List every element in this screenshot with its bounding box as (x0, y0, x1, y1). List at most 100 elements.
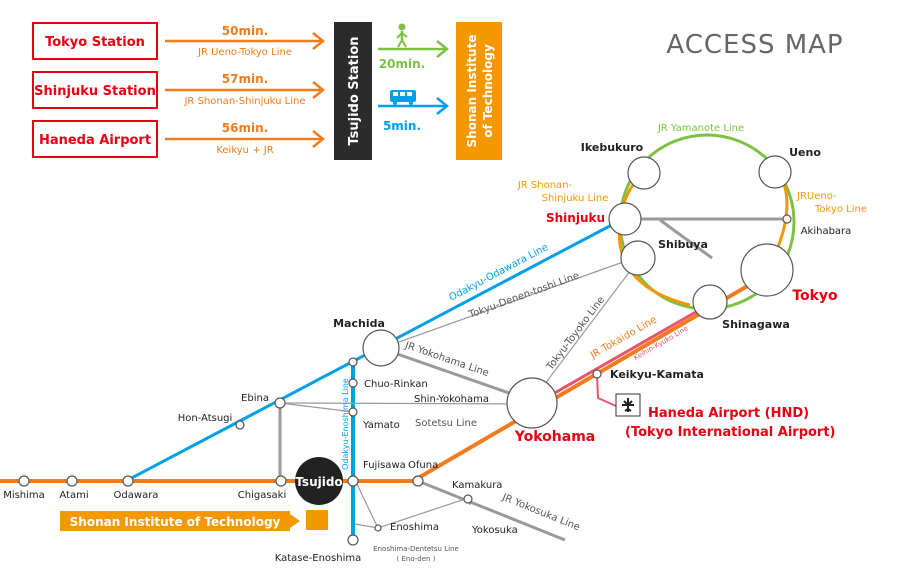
station-ikebukuro (627, 156, 661, 190)
route-box-shinjuku: Shinjuku Station (32, 71, 158, 109)
station-chigasaki (275, 475, 287, 487)
label-shin-yokohama: Shin-Yokohama (414, 394, 489, 405)
label-shibuya: Shibuya (658, 238, 708, 251)
station-machida (362, 329, 400, 367)
yokosuka-line (417, 479, 566, 542)
shibuya-connector (659, 218, 713, 260)
sotetsu-line (279, 402, 533, 405)
line-label-ueno-tokyo-1: JRUeno- (796, 191, 837, 202)
route-arrows (165, 32, 326, 148)
label-tokyo: Tokyo (792, 288, 838, 304)
station-yamato (348, 407, 358, 417)
tokyu-toyoko-line (531, 257, 641, 402)
station-chuo-rinkan (348, 378, 358, 388)
time-shinjuku: 57min. (222, 72, 268, 86)
label-shinagawa: Shinagawa (722, 318, 790, 331)
keikyu-line (531, 303, 709, 408)
station-odawara (122, 475, 134, 487)
keikyu-branch (596, 373, 617, 407)
label-akihabara: Akihabara (801, 226, 852, 237)
jr-yokohama-line (379, 346, 533, 403)
label-haneda-sub: (Tokyo International Airport) (625, 425, 836, 440)
station-ofuna (412, 475, 424, 487)
line-label-shonan-shinjuku-2: Shinjuku Line (542, 193, 609, 204)
line-label-shonan-shinjuku-1: JR Shonan- (517, 180, 573, 191)
origin-shinjuku-station: Shinjuku Station (34, 84, 156, 99)
line-label-yamanote: JR Yamanote Line (657, 123, 744, 134)
label-odawara: Odawara (114, 490, 159, 501)
walk-route: 20min. (378, 23, 450, 71)
bus-time: 5min. (383, 119, 421, 133)
line-tokyo: JR Ueno-Tokyo Line (197, 47, 292, 58)
hub-bar (334, 22, 372, 160)
line-label-odakyu-enoshima: Odakyu-Enoshima Line (341, 378, 350, 470)
label-atami: Atami (59, 490, 88, 501)
line-label-enoden-1: Enoshima-Dentetsu Line (373, 545, 459, 553)
line-label-tokyu-toyoko: Tokyu-Toyoko Line (544, 295, 607, 374)
label-enoshima: Enoshima (390, 522, 439, 533)
label-machida: Machida (333, 317, 385, 330)
station-fujisawa (347, 475, 359, 487)
line-label-enoden-2: ( Eno-den ) (397, 555, 436, 563)
station-ebina (274, 397, 286, 409)
bus-icon (390, 90, 416, 105)
enoden-fujisawa (354, 479, 379, 529)
destination-line2: of Technology (481, 44, 495, 138)
station-hon-atsugi (235, 420, 245, 430)
destination-line1: Shonan Institute (465, 35, 479, 148)
route-box-haneda: Haneda Airport (32, 120, 158, 158)
bus-route: 5min. (378, 90, 450, 133)
station-machida-junction (348, 357, 358, 367)
time-haneda: 56min. (222, 121, 268, 135)
label-chigasaki: Chigasaki (238, 490, 286, 501)
walk-time: 20min. (379, 57, 425, 71)
station-enoshima (374, 524, 382, 532)
label-ueno: Ueno (789, 146, 821, 159)
label-haneda: Haneda Airport (HND) (648, 406, 809, 421)
station-tsujido (295, 457, 343, 505)
page-title: ACCESS MAP (666, 30, 843, 60)
label-yokohama: Yokohama (514, 429, 595, 445)
shonan-it-label-box (60, 511, 290, 531)
station-shinjuku (608, 202, 642, 236)
label-shinjuku: Shinjuku (546, 211, 605, 225)
station-tokyo (740, 243, 794, 297)
station-markers (18, 155, 794, 546)
label-ofuna: Ofuna (408, 460, 438, 471)
station-ueno (758, 155, 792, 189)
label-yamato: Yamato (362, 420, 400, 431)
station-yokohama (506, 377, 558, 429)
station-shibuya (620, 240, 656, 276)
station-tsujido-label: Tsujido (295, 475, 342, 489)
origin-haneda-airport: Haneda Airport (39, 133, 151, 148)
station-katase-enoshima (347, 534, 359, 546)
shonan-it-label: Shonan Institute of Technology (70, 515, 281, 529)
label-kamakura: Kamakura (452, 480, 502, 491)
walking-person-icon (396, 23, 408, 48)
route-box-tokyo: Tokyo Station (32, 22, 158, 60)
station-keikyu-kamata (592, 369, 602, 379)
sotetsu-yamato (279, 402, 355, 413)
label-mishima: Mishima (3, 490, 45, 501)
label-chuo-rinkan: Chuo-Rinkan (364, 379, 428, 390)
label-katase-enoshima: Katase-Enoshima (275, 553, 362, 564)
label-keikyu-kamata: Keikyu-Kamata (610, 368, 704, 381)
station-kamakura (463, 494, 473, 504)
station-atami (66, 475, 78, 487)
line-haneda: Keikyu + JR (216, 145, 273, 156)
station-shinagawa (692, 284, 728, 320)
tokyu-denen-line (381, 255, 641, 349)
time-tokyo: 50min. (222, 24, 268, 38)
station-akihabara (782, 214, 792, 224)
label-ebina: Ebina (241, 393, 269, 404)
label-yokosuka: Yokosuka (471, 525, 518, 536)
airplane-icon (615, 393, 641, 417)
label-ikebukuro: Ikebukuro (581, 141, 644, 154)
label-fujisawa: Fujisawa (363, 460, 406, 471)
station-mishima (18, 475, 30, 487)
line-label-ueno-tokyo-2: Tokyo Line (814, 204, 867, 215)
label-hon-atsugi: Hon-Atsugi (178, 413, 233, 424)
origin-tokyo-station: Tokyo Station (45, 35, 145, 50)
